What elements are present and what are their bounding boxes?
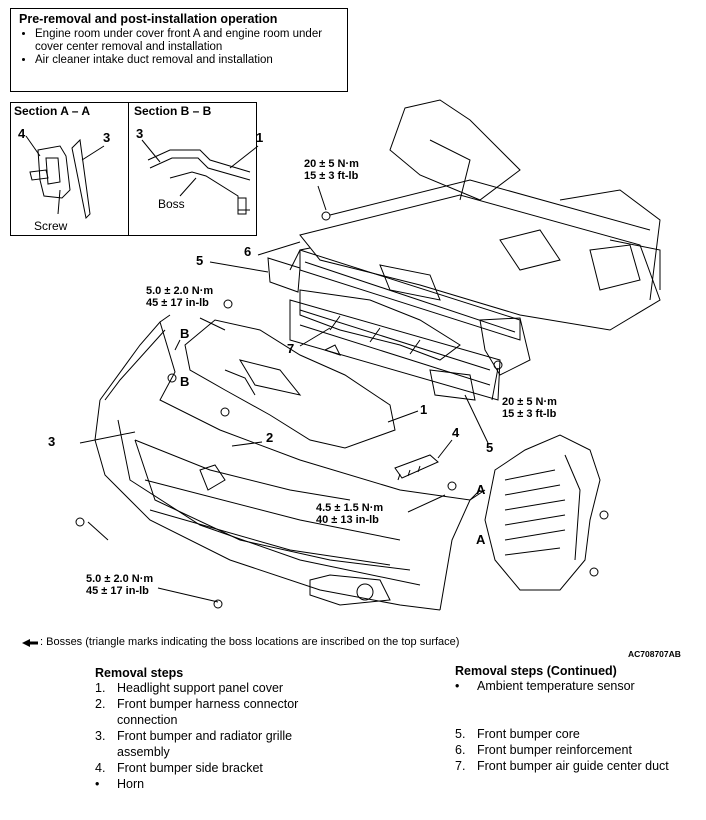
torque-metric: 5.0 ± 2.0 N·m [146, 285, 214, 297]
removal-steps-title: Removal steps [95, 666, 184, 680]
list-item: 4.Front bumper side bracket [95, 761, 263, 775]
section-a-detail [25, 135, 105, 220]
front-bumper-assembly [94, 314, 486, 611]
torque-metric: 4.5 ± 1.5 N·m [316, 502, 384, 514]
section-marker-a-upper: A [476, 482, 486, 497]
callout-5-left: 5 [196, 253, 204, 268]
torque-imperial: 45 ± 17 in-lb [86, 585, 149, 597]
pre-removal-item: Engine room under cover front A and engi… [35, 28, 339, 54]
section-b-callout-1: 1 [256, 130, 264, 145]
air-guide-center-duct [299, 289, 461, 361]
boss-arrow-icon [22, 639, 38, 647]
section-marker-b-upper: B [180, 326, 190, 341]
pre-removal-item: Air cleaner intake duct removal and inst… [35, 54, 339, 67]
removal-steps-list: 1.Headlight support panel cover 2.Front … [95, 680, 345, 792]
removal-steps-continued-title: Removal steps (Continued) [455, 664, 617, 678]
section-b-title: Section B – B [134, 104, 212, 118]
torque-metric: 5.0 ± 2.0 N·m [86, 573, 154, 585]
leader-lines [79, 185, 499, 603]
section-marker-b-lower: B [180, 374, 190, 389]
front-chassis-frame [299, 99, 661, 376]
torque-spec-left: 5.0 ± 2.0 N·m 45 ± 17 in-lb [146, 285, 213, 309]
section-b-boss-label: Boss [158, 197, 185, 211]
torque-metric: 20 ± 5 N·m [502, 396, 557, 408]
fasteners [75, 211, 609, 609]
torque-spec-bottom: 5.0 ± 2.0 N·m 45 ± 17 in-lb [86, 573, 153, 597]
callout-1: 1 [420, 402, 428, 417]
list-item: •Horn [95, 777, 145, 791]
torque-spec-right: 20 ± 5 N·m 15 ± 3 ft-lb [502, 396, 557, 420]
front-bumper-reinforcement [289, 247, 521, 341]
torque-imperial: 40 ± 13 in-lb [316, 514, 379, 526]
pre-removal-box: Pre-removal and post-installation operat… [10, 8, 348, 92]
pre-removal-list: Engine room under cover front A and engi… [19, 28, 339, 67]
section-marker-a-lower: A [476, 532, 486, 547]
callout-4: 4 [452, 425, 460, 440]
torque-imperial: 15 ± 3 ft-lb [304, 170, 359, 182]
callout-3: 3 [48, 434, 56, 449]
section-a-title: Section A – A [14, 104, 91, 118]
callout-6: 6 [244, 244, 252, 259]
list-item: 2.Front bumper harness connector connect… [95, 697, 299, 727]
bullet-icon: • [95, 777, 100, 791]
bullet-icon: • [455, 679, 460, 693]
callout-5-right: 5 [486, 440, 494, 455]
section-a-callout-3: 3 [103, 130, 111, 145]
section-a-screw-label: Screw [34, 219, 68, 233]
callout-7: 7 [287, 341, 295, 356]
figure-code: AC708707AB [628, 649, 681, 659]
headlight-support-panel-cover [184, 319, 396, 449]
list-item: •Ambient temperature sensor [455, 679, 635, 693]
pre-removal-title: Pre-removal and post-installation operat… [19, 12, 278, 26]
torque-imperial: 45 ± 17 in-lb [146, 297, 209, 309]
front-bumper-side-bracket [394, 454, 439, 481]
front-bumper-core [267, 257, 501, 401]
section-b-detail [141, 139, 259, 215]
list-item: 5.Front bumper core [455, 727, 580, 741]
section-divider [128, 102, 129, 236]
under-cover-side [484, 434, 601, 591]
torque-spec-top: 20 ± 5 N·m 15 ± 3 ft-lb [304, 158, 359, 182]
section-a-callout-4: 4 [18, 126, 26, 141]
boss-note: : Bosses (triangle marks indicating the … [40, 636, 460, 648]
section-b-callout-3: 3 [136, 126, 144, 141]
list-item: 7.Front bumper air guide center duct [455, 759, 669, 773]
callout-2: 2 [266, 430, 274, 445]
list-item: 3.Front bumper and radiator grille assem… [95, 729, 293, 759]
list-item: 1.Headlight support panel cover [95, 681, 284, 695]
list-item: 6.Front bumper reinforcement [455, 743, 632, 757]
section-detail-box [10, 102, 257, 236]
torque-metric: 20 ± 5 N·m [304, 158, 359, 170]
removal-steps: Removal steps 1.Headlight support panel … [95, 666, 345, 792]
torque-spec-bracket: 4.5 ± 1.5 N·m 40 ± 13 in-lb [316, 502, 383, 526]
torque-imperial: 15 ± 3 ft-lb [502, 408, 557, 420]
removal-steps-continued-list: •Ambient temperature sensor 5.Front bump… [455, 678, 700, 774]
removal-steps-continued: Removal steps (Continued) •Ambient tempe… [455, 664, 700, 774]
